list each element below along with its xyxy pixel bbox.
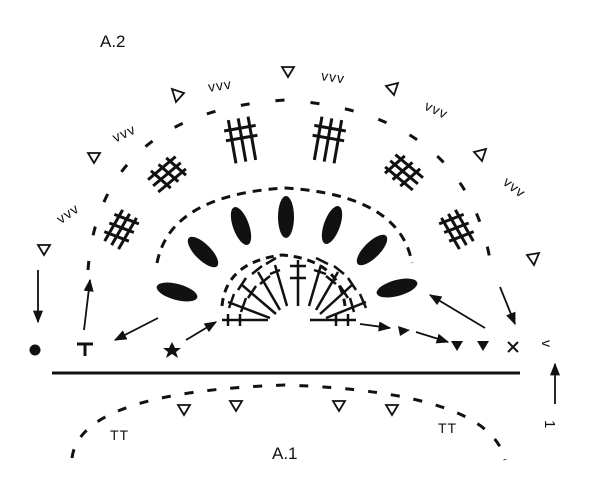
picot-triangles (36, 66, 541, 417)
vvv-group: vvv (422, 97, 451, 122)
vvv-group: vvv (53, 200, 82, 227)
x-symbol (507, 341, 519, 353)
t-stitch-symbol (77, 342, 93, 356)
star-symbol (163, 342, 181, 358)
vvv-group: vvv (320, 67, 346, 86)
tt-pair: TT (438, 420, 457, 436)
row-number-label: 1 (541, 420, 558, 428)
start-dot (29, 344, 41, 356)
chart-label-a2: A.2 (100, 32, 126, 51)
vvv-group: vvv (500, 174, 529, 201)
chain-arc-middle (155, 186, 414, 264)
tt-pair: TT (110, 427, 129, 443)
direction-arrows (32, 270, 561, 404)
chain-arc-a1 (70, 383, 507, 461)
vvv-group: vvv (110, 121, 139, 146)
solid-triangles (398, 326, 489, 351)
chain-arc-inner (220, 253, 347, 307)
chart-label-a1: A.1 (272, 444, 298, 463)
treble-cluster-group (103, 116, 475, 250)
chain-arc-outer (86, 98, 494, 273)
inner-stitch-fan (222, 256, 368, 326)
v-symbol: v (539, 340, 555, 348)
puff-stitch-ring (156, 196, 418, 302)
vvv-group: vvv (207, 76, 233, 95)
